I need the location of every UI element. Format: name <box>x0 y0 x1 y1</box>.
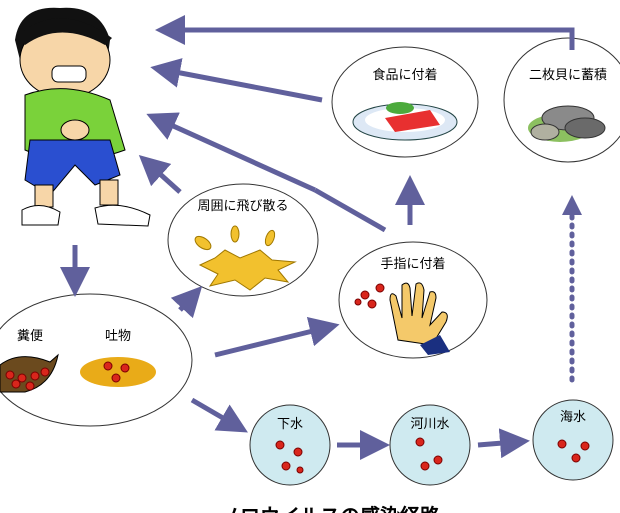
food-label: 食品に付着 <box>372 68 438 83</box>
sea-node <box>532 399 614 481</box>
glove-illustration <box>389 282 448 346</box>
sea-label: 海水 <box>559 410 587 425</box>
river-node <box>389 404 471 486</box>
oyster-illustration <box>528 105 606 142</box>
sick-boy-illustration <box>15 7 151 227</box>
arrows <box>60 15 582 460</box>
diagram-title: ノロウイルスの感染経路 <box>220 500 440 513</box>
sewage-node <box>249 404 331 486</box>
hands-node <box>338 241 488 359</box>
hands-label: 手指に付着 <box>380 257 446 272</box>
virus-particles <box>5 283 590 474</box>
food-plate-illustration <box>352 102 458 141</box>
sewage-label: 下水 <box>276 417 304 432</box>
bivalve-label: 二枚貝に蓄積 <box>528 68 608 83</box>
river-label: 河川水 <box>410 417 450 432</box>
scatter-label: 周囲に飛び散る <box>197 199 289 214</box>
splash-illustration <box>194 225 297 291</box>
vomit-illustration <box>80 357 156 387</box>
bivalve-node <box>503 37 620 163</box>
feces-label: 糞便 <box>16 329 44 344</box>
vomit-label: 吐物 <box>104 329 132 344</box>
sleeve <box>420 335 450 355</box>
